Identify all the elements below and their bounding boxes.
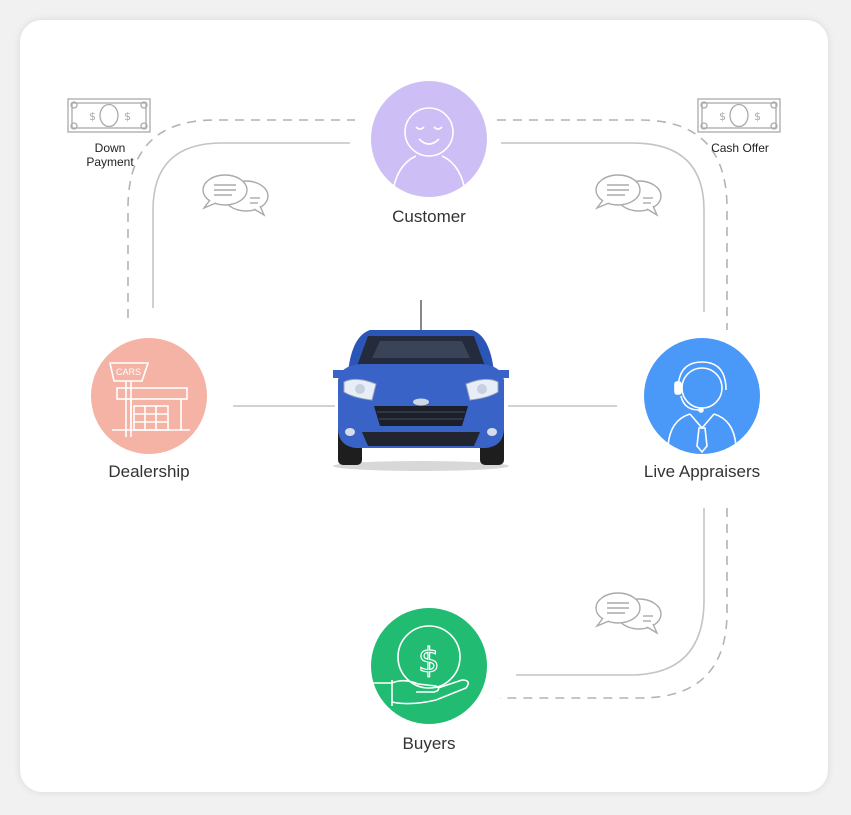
customer-node [371,81,487,197]
dealership-label: Dealership [108,462,190,481]
customer-label: Customer [392,207,466,226]
svg-text:$: $ [754,110,761,123]
buyers-node: $ [371,608,487,724]
chat-bubble-icon [594,592,662,635]
smiling-person-icon [391,107,467,197]
live-appraisers-node [644,338,760,454]
blue-car-image [333,300,509,471]
dashed-flow-path [127,119,728,699]
svg-text:$: $ [418,641,440,681]
svg-text:$: $ [124,110,131,123]
down-payment-label: Down Payment [86,141,134,169]
buyers-label: Buyers [402,734,456,753]
dealership-node: CARS [91,338,207,454]
cash-offer-label: Cash Offer [711,141,769,155]
cars-sign-text: CARS [116,367,141,377]
chat-bubble-icon [594,174,662,217]
dealership-building-icon: CARS [109,362,190,437]
chat-bubble-icon [201,174,269,217]
dollar-bill-icon: $ $ [697,98,781,133]
svg-text:$: $ [89,110,96,123]
dollar-bill-icon: $ $ [67,98,151,133]
dollar-hand-icon: $ [373,625,470,706]
svg-text:$: $ [719,110,726,123]
headset-agent-icon [667,361,737,454]
live-appraisers-label: Live Appraisers [643,462,761,481]
solid-flow-path [152,142,705,676]
